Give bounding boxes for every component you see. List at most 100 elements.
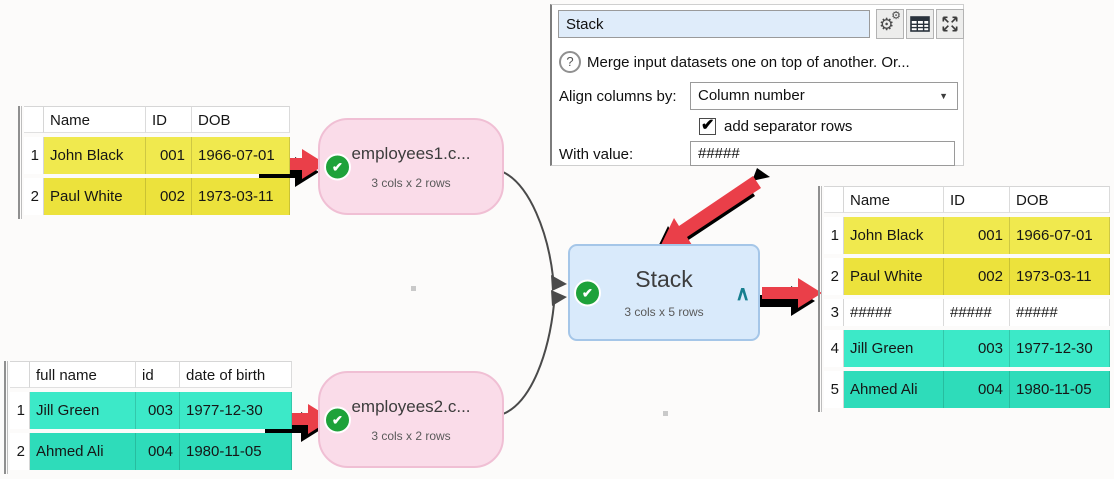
maximize-button[interactable]: [936, 9, 964, 39]
align-columns-select[interactable]: Column number ▼: [690, 82, 958, 110]
table-cell[interactable]: John Black: [44, 137, 146, 174]
connector-arrowhead: [551, 290, 567, 306]
column-header[interactable]: Name: [844, 186, 944, 213]
node-size-label: 3 cols x 5 rows: [624, 305, 704, 319]
column-header[interactable]: DOB: [1010, 186, 1110, 213]
table-cell[interactable]: Jill Green: [30, 392, 136, 429]
row-number[interactable]: 5: [824, 371, 844, 408]
table-cell[interactable]: 001: [146, 137, 192, 174]
table-cell[interactable]: 1980-11-05: [1010, 371, 1110, 408]
row-number-header[interactable]: [10, 361, 30, 388]
column-header[interactable]: DOB: [192, 106, 290, 133]
with-value-label: With value:: [559, 145, 634, 163]
table-cell[interactable]: 1973-03-11: [192, 178, 290, 215]
row-number[interactable]: 3: [824, 299, 844, 326]
column-header[interactable]: ID: [944, 186, 1010, 213]
success-check-icon: ✔: [324, 406, 351, 433]
node-stack[interactable]: ✔ Stack 3 cols x 5 rows ∧: [568, 244, 760, 341]
table-cell[interactable]: Ahmed Ali: [844, 371, 944, 408]
node-employees2[interactable]: ✔ employees2.c... 3 cols x 2 rows: [318, 371, 504, 468]
table-cell[interactable]: 003: [136, 392, 180, 429]
node-title: employees2.c...: [351, 396, 471, 416]
table-cell[interactable]: #####: [1010, 299, 1110, 326]
table-cell[interactable]: John Black: [844, 217, 944, 254]
row-number-header[interactable]: [824, 186, 844, 213]
transform-options-panel: Stack ⚙ ⚙: [550, 4, 964, 166]
align-columns-value: Column number: [698, 87, 805, 104]
column-header[interactable]: ID: [146, 106, 192, 133]
table-cell[interactable]: 1973-03-11: [1010, 258, 1110, 295]
align-columns-label: Align columns by:: [559, 87, 677, 105]
transform-name-input[interactable]: Stack: [558, 10, 870, 38]
table-cell[interactable]: 004: [944, 371, 1010, 408]
transform-description: Merge input datasets one on top of anoth…: [587, 53, 910, 71]
row-number[interactable]: 1: [24, 137, 44, 174]
canvas-grid-dot: [411, 286, 416, 291]
success-check-icon: ✔: [574, 279, 601, 306]
table-grid-icon: [910, 16, 930, 32]
node-size-label: 3 cols x 2 rows: [371, 175, 451, 190]
node-employees1[interactable]: ✔ employees1.c... 3 cols x 2 rows: [318, 118, 504, 215]
with-value-input[interactable]: #####: [690, 141, 955, 166]
column-header[interactable]: date of birth: [180, 361, 292, 388]
help-icon[interactable]: ?: [559, 51, 581, 73]
row-number[interactable]: 4: [824, 330, 844, 367]
row-number[interactable]: 1: [10, 392, 30, 429]
table-cell[interactable]: 002: [944, 258, 1010, 295]
show-table-button[interactable]: [906, 9, 934, 39]
node-title: employees1.c...: [351, 143, 471, 163]
table-cell[interactable]: #####: [844, 299, 944, 326]
table-cell[interactable]: 1977-12-30: [1010, 330, 1110, 367]
table-cell[interactable]: 003: [944, 330, 1010, 367]
column-header[interactable]: id: [136, 361, 180, 388]
table-cell[interactable]: 1977-12-30: [180, 392, 292, 429]
table-cell[interactable]: 1980-11-05: [180, 433, 292, 470]
connector-arrowhead: [551, 275, 567, 291]
column-header[interactable]: Name: [44, 106, 146, 133]
table-cell[interactable]: #####: [944, 299, 1010, 326]
canvas-grid-dot: [663, 411, 668, 416]
chevron-down-icon: ▼: [939, 91, 948, 101]
settings-button[interactable]: ⚙ ⚙: [876, 9, 904, 39]
table-cell[interactable]: Paul White: [844, 258, 944, 295]
table-cell[interactable]: 1966-07-01: [192, 137, 290, 174]
table-cell[interactable]: Ahmed Ali: [30, 433, 136, 470]
row-number[interactable]: 2: [824, 258, 844, 295]
table-cell[interactable]: 002: [146, 178, 192, 215]
success-check-icon: ✔: [324, 153, 351, 180]
row-number-header[interactable]: [24, 106, 44, 133]
row-number[interactable]: 2: [10, 433, 30, 470]
add-separator-rows-label: add separator rows: [724, 117, 853, 135]
expand-arrows-icon: [942, 16, 958, 32]
row-number[interactable]: 1: [824, 217, 844, 254]
column-header[interactable]: full name: [30, 361, 136, 388]
annotation-arrow: [654, 168, 770, 255]
node-size-label: 3 cols x 2 rows: [371, 428, 451, 443]
collapse-caret-icon[interactable]: ∧: [735, 282, 750, 305]
row-number[interactable]: 2: [24, 178, 44, 215]
table-cell[interactable]: Jill Green: [844, 330, 944, 367]
node-title: Stack: [635, 266, 693, 292]
table-cell[interactable]: 004: [136, 433, 180, 470]
table-cell[interactable]: 001: [944, 217, 1010, 254]
table-cell[interactable]: 1966-07-01: [1010, 217, 1110, 254]
connector-line: [502, 303, 555, 415]
add-separator-rows-checkbox[interactable]: ✔: [699, 117, 716, 135]
table-cell[interactable]: Paul White: [44, 178, 146, 215]
gears-icon: ⚙ ⚙: [879, 10, 901, 34]
